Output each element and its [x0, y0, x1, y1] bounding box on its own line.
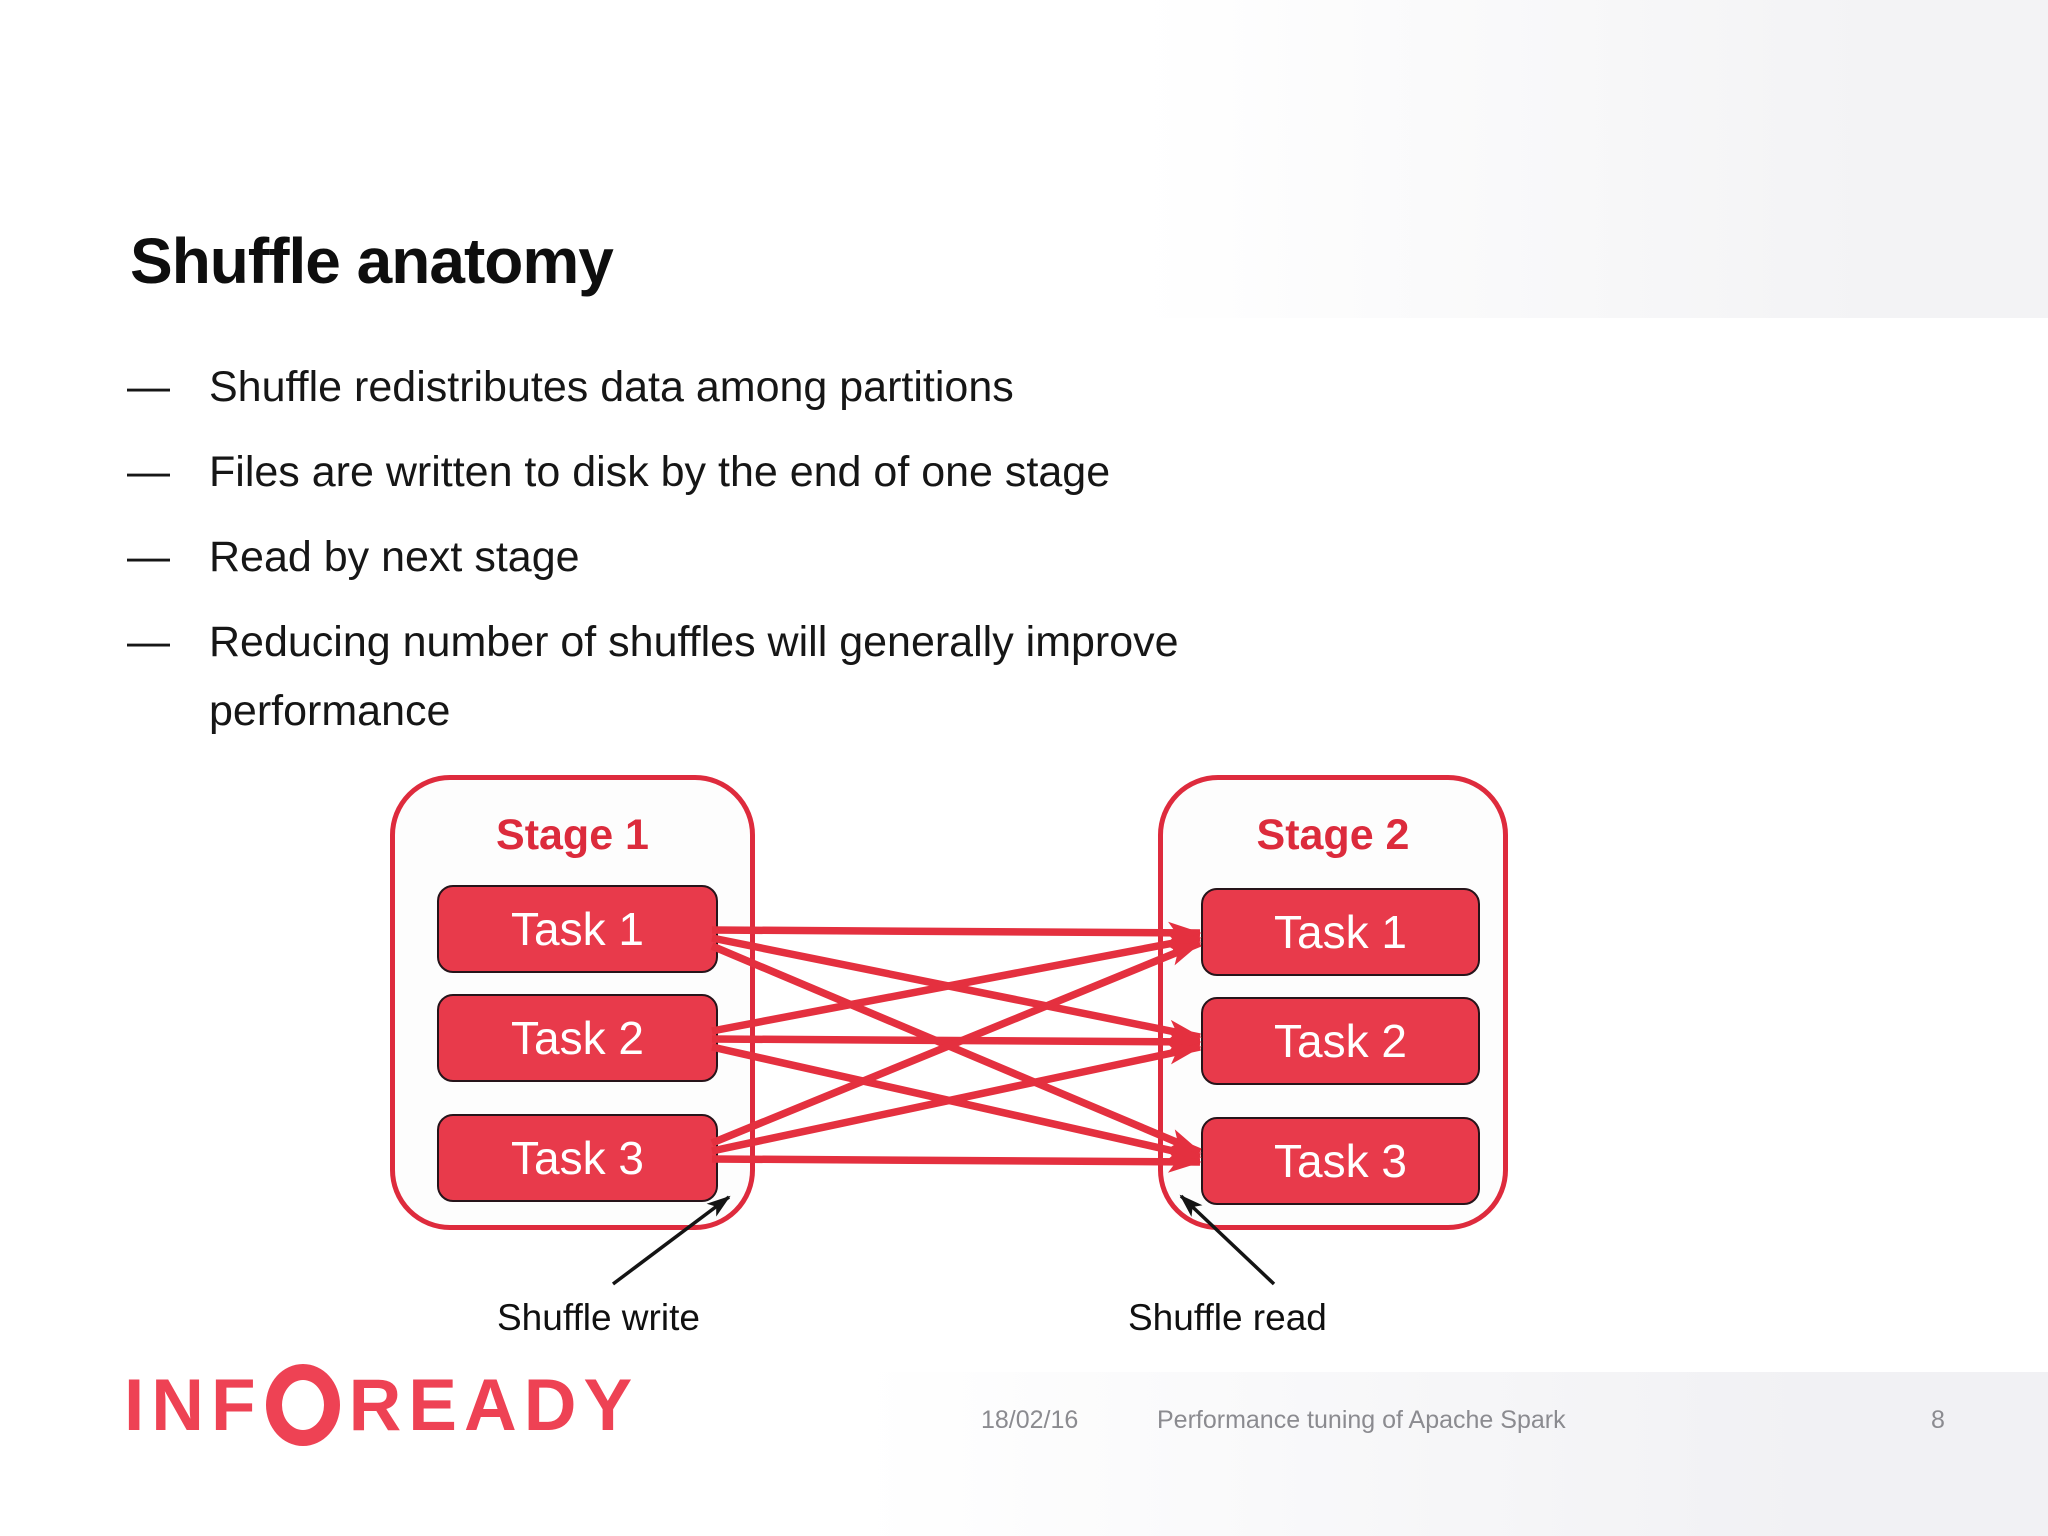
footer-deck-title: Performance tuning of Apache Spark [1157, 1406, 1566, 1434]
top-right-gradient [1140, 0, 2048, 318]
bullet-item: — Shuffle redistributes data among parti… [127, 353, 1397, 422]
connector-line [711, 933, 1202, 1035]
dash-bullet-icon: — [127, 363, 170, 411]
stage-2-panel: Stage 2 Task 1 Task 2 Task 3 [1158, 775, 1508, 1230]
stage1-task-2-box: Task 2 [437, 994, 718, 1082]
page-title: Shuffle anatomy [130, 224, 614, 297]
dash-bullet-icon: — [127, 533, 170, 581]
stage1-task-3-box: Task 3 [437, 1114, 718, 1202]
footer-gradient-band [0, 1372, 2048, 1536]
connector-line [710, 942, 1202, 1156]
stage1-task-1-box: Task 1 [437, 885, 718, 973]
footer-date: 18/02/16 [981, 1406, 1079, 1434]
bullet-text: Shuffle redistributes data among partiti… [209, 363, 1014, 411]
stage2-task-3-box: Task 3 [1201, 1117, 1480, 1205]
bullet-item: — Read by next stage [127, 523, 1397, 592]
footer-page-number: 8 [1931, 1406, 1945, 1434]
connector-line [711, 1042, 1202, 1155]
shuffle-read-label: Shuffle read [1128, 1297, 1327, 1338]
bullet-text: Read by next stage [209, 533, 580, 581]
dash-bullet-icon: — [127, 618, 170, 666]
connector-line [711, 1043, 1202, 1161]
connector-line [710, 939, 1202, 1147]
connector-line [711, 1030, 1202, 1053]
logo-text-post: READY [348, 1364, 640, 1446]
stage-2-label: Stage 2 [1256, 811, 1410, 859]
bullet-text: Reducing number of shuffles will general… [209, 618, 1179, 735]
bullet-list: — Shuffle redistributes data among parti… [127, 353, 1397, 762]
logo-text-pre: INF [124, 1364, 263, 1446]
stage-1-panel: Stage 1 Task 1 Task 2 Task 3 [390, 775, 755, 1230]
shuffle-lines [710, 921, 1202, 1173]
connector-line [711, 1150, 1202, 1173]
bullet-text: Files are written to disk by the end of … [209, 448, 1111, 496]
shuffle-write-label: Shuffle write [497, 1297, 700, 1338]
stage2-task-2-box: Task 2 [1201, 997, 1480, 1085]
connector-line [711, 921, 1202, 944]
stage-1-label: Stage 1 [496, 811, 649, 859]
infoready-logo: INF READY [124, 1363, 639, 1447]
dash-bullet-icon: — [127, 448, 170, 496]
bullet-item: — Files are written to disk by the end o… [127, 438, 1397, 507]
stage2-task-1-box: Task 1 [1201, 888, 1480, 976]
logo-o-ring-icon [265, 1364, 340, 1446]
bullet-item: — Reducing number of shuffles will gener… [127, 608, 1397, 746]
connector-line [711, 934, 1202, 1042]
